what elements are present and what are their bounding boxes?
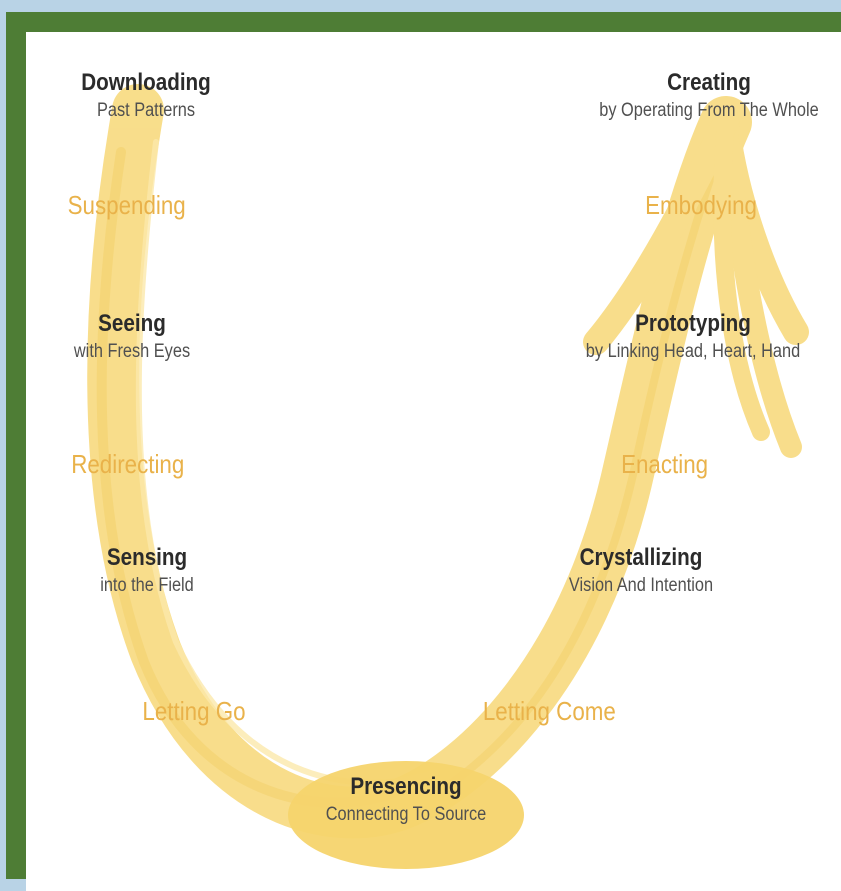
node-title: Presencing: [350, 773, 462, 800]
arrow-spike-left: [583, 109, 739, 355]
node-subtitle: into the Field: [100, 575, 194, 596]
diagram-canvas: Downloading Past Patterns Seeing with Fr…: [26, 32, 841, 891]
node-subtitle: Connecting To Source: [325, 804, 487, 825]
node-subtitle: by Operating From The Whole: [599, 100, 819, 121]
stage-letting-come: Letting Come: [482, 696, 616, 726]
stage-suspending: Suspending: [67, 190, 186, 220]
presencing-ellipse: [288, 761, 524, 869]
node-seeing: Seeing with Fresh Eyes: [26, 309, 242, 365]
node-title: Seeing: [98, 310, 166, 337]
node-subtitle: by Linking Head, Heart, Hand: [585, 341, 801, 362]
stage-embodying: Embodying: [645, 190, 757, 220]
node-subtitle: with Fresh Eyes: [73, 341, 191, 362]
node-subtitle: Past Patterns: [96, 100, 196, 121]
node-title: Crystallizing: [579, 544, 703, 571]
node-presencing: Presencing Connecting To Source: [276, 772, 536, 828]
node-title: Sensing: [106, 544, 188, 571]
node-creating: Creating by Operating From The Whole: [571, 68, 841, 124]
node-title: Downloading: [81, 69, 211, 96]
node-prototyping: Prototyping by Linking Head, Heart, Hand: [548, 309, 838, 365]
stage-letting-go: Letting Go: [142, 696, 246, 726]
node-subtitle: Vision And Intention: [568, 575, 714, 596]
stage-enacting: Enacting: [621, 449, 709, 479]
node-sensing: Sensing into the Field: [42, 543, 252, 599]
arrow-spike-mid: [713, 113, 770, 441]
u-curve-arrow: [87, 84, 809, 869]
stage-redirecting: Redirecting: [71, 449, 185, 479]
node-crystallizing: Crystallizing Vision And Intention: [526, 543, 756, 599]
node-downloading: Downloading Past Patterns: [56, 68, 236, 124]
brush-stroke-right: [442, 128, 730, 791]
node-title: Creating: [667, 69, 751, 96]
diagram-frame: Downloading Past Patterns Seeing with Fr…: [6, 12, 841, 891]
node-title: Prototyping: [635, 310, 751, 337]
